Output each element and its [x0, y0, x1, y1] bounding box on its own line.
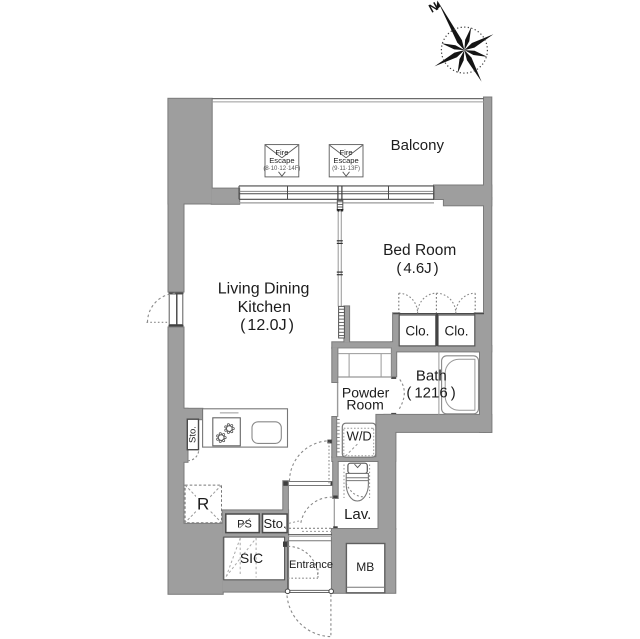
svg-text:Powder: Powder — [342, 385, 390, 401]
svg-text:Entrance: Entrance — [289, 559, 333, 571]
svg-text:W/D: W/D — [347, 429, 372, 444]
svg-text:N: N — [426, 0, 440, 16]
svg-text:MB: MB — [356, 560, 374, 574]
svg-text:PS: PS — [237, 518, 252, 530]
svg-text:Fire: Fire — [340, 148, 353, 157]
svg-text:(1216): (1216) — [406, 385, 455, 402]
svg-text:Fire: Fire — [275, 148, 288, 157]
svg-text:Sto.: Sto. — [187, 426, 198, 443]
svg-text:(12.0J): (12.0J) — [240, 317, 294, 334]
svg-text:(4.6J): (4.6J) — [396, 260, 438, 277]
svg-text:Room: Room — [346, 397, 383, 413]
svg-text:(9·11·13F): (9·11·13F) — [332, 166, 360, 172]
svg-text:Lav.: Lav. — [344, 506, 371, 523]
svg-text:Sto.: Sto. — [263, 516, 286, 531]
svg-text:R: R — [197, 495, 209, 514]
svg-text:Bed Room: Bed Room — [383, 242, 456, 259]
svg-text:SIC: SIC — [240, 550, 263, 566]
svg-text:Bath: Bath — [416, 368, 447, 385]
svg-text:Kitchen: Kitchen — [238, 299, 291, 316]
svg-text:Escape: Escape — [269, 156, 294, 165]
svg-text:Balcony: Balcony — [391, 137, 445, 154]
svg-text:Clo.: Clo. — [444, 324, 468, 339]
svg-text:(8·10·12·14F): (8·10·12·14F) — [263, 166, 300, 172]
svg-text:Clo.: Clo. — [405, 324, 429, 339]
svg-text:Escape: Escape — [333, 156, 358, 165]
svg-text:Living Dining: Living Dining — [218, 281, 310, 298]
